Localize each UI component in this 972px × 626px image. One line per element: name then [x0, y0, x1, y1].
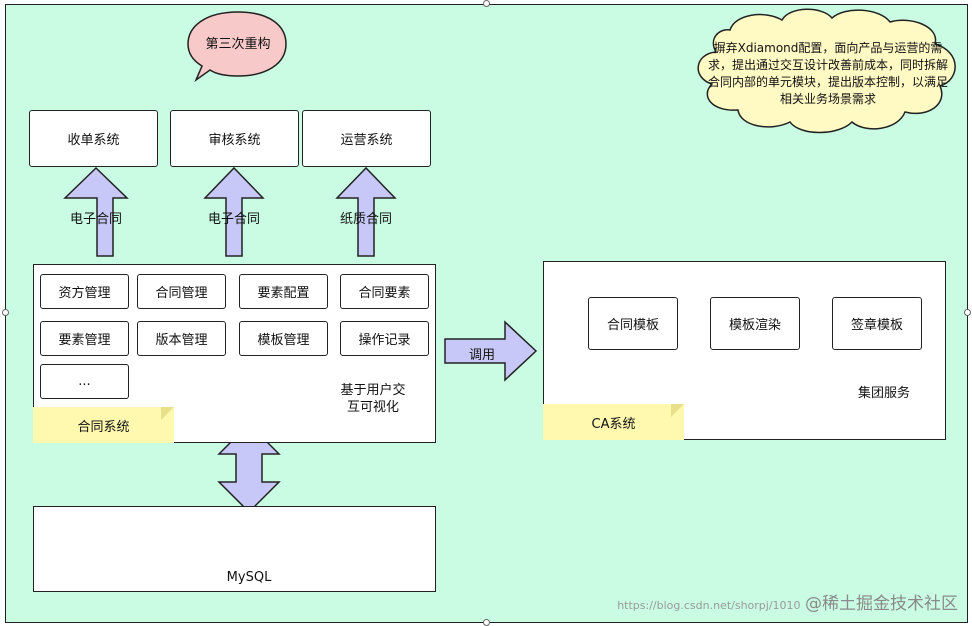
arrow-label-1: 电子合同	[69, 212, 122, 227]
note-fold	[671, 404, 684, 417]
module-version-mgmt[interactable]: 版本管理	[137, 321, 226, 356]
database-label: MySQL	[226, 570, 272, 585]
module-contract-mgmt[interactable]: 合同管理	[137, 274, 226, 309]
note-fold	[161, 407, 174, 420]
arrow-up-2	[203, 166, 265, 257]
contract-system-note: 合同系统	[33, 407, 174, 443]
resize-handle-left[interactable]	[2, 309, 9, 316]
module-contract-elements[interactable]: 合同要素	[340, 274, 429, 309]
arrow-right-call	[444, 320, 538, 382]
ca-system-note-label: CA系统	[591, 416, 636, 432]
bubble-top-text: 第三次重构	[205, 36, 271, 52]
ca-module-seal-template[interactable]: 签章模板	[832, 297, 922, 350]
module-element-config[interactable]: 要素配置	[239, 274, 328, 309]
watermark: https://blog.csdn.net/shorpj/1010 @稀土掘金技…	[617, 589, 958, 614]
module-template-mgmt[interactable]: 模板管理	[239, 321, 328, 356]
resize-handle-top[interactable]	[483, 0, 490, 7]
cloud-shape	[697, 8, 956, 134]
arrow-label-3: 纸质合同	[339, 212, 392, 227]
ca-bubble-text: 集团服务	[857, 385, 910, 401]
system-box-review[interactable]: 审核系统	[170, 110, 299, 167]
module-funder-mgmt[interactable]: 资方管理	[40, 274, 129, 309]
module-more[interactable]: ...	[40, 364, 129, 399]
module-operation-log[interactable]: 操作记录	[340, 321, 429, 356]
arrow-up-1	[63, 166, 129, 257]
watermark-url: https://blog.csdn.net/shorpj/1010	[617, 599, 801, 612]
contract-bubble-text: 基于用户交互可视化	[340, 383, 406, 415]
call-label: 调用	[468, 348, 495, 363]
system-box-order[interactable]: 收单系统	[29, 110, 158, 167]
arrow-up-3	[335, 166, 397, 257]
watermark-main: @稀土掘金技术社区	[805, 594, 958, 614]
contract-system-note-label: 合同系统	[77, 419, 130, 435]
ca-system-note: CA系统	[543, 404, 684, 440]
arrow-label-2: 电子合同	[207, 212, 260, 227]
cloud-note-text: 摒弃Xdiamond配置，面向产品与运营的需求，提出通过交互设计改善前成本，同时…	[707, 41, 948, 106]
speech-bubble-top	[187, 11, 287, 83]
module-element-mgmt[interactable]: 要素管理	[40, 321, 129, 356]
database-container	[33, 506, 436, 592]
ca-module-contract-template[interactable]: 合同模板	[588, 297, 678, 350]
resize-handle-right[interactable]	[964, 309, 971, 316]
ca-module-template-render[interactable]: 模板渲染	[710, 297, 800, 350]
system-box-ops[interactable]: 运营系统	[302, 110, 431, 167]
